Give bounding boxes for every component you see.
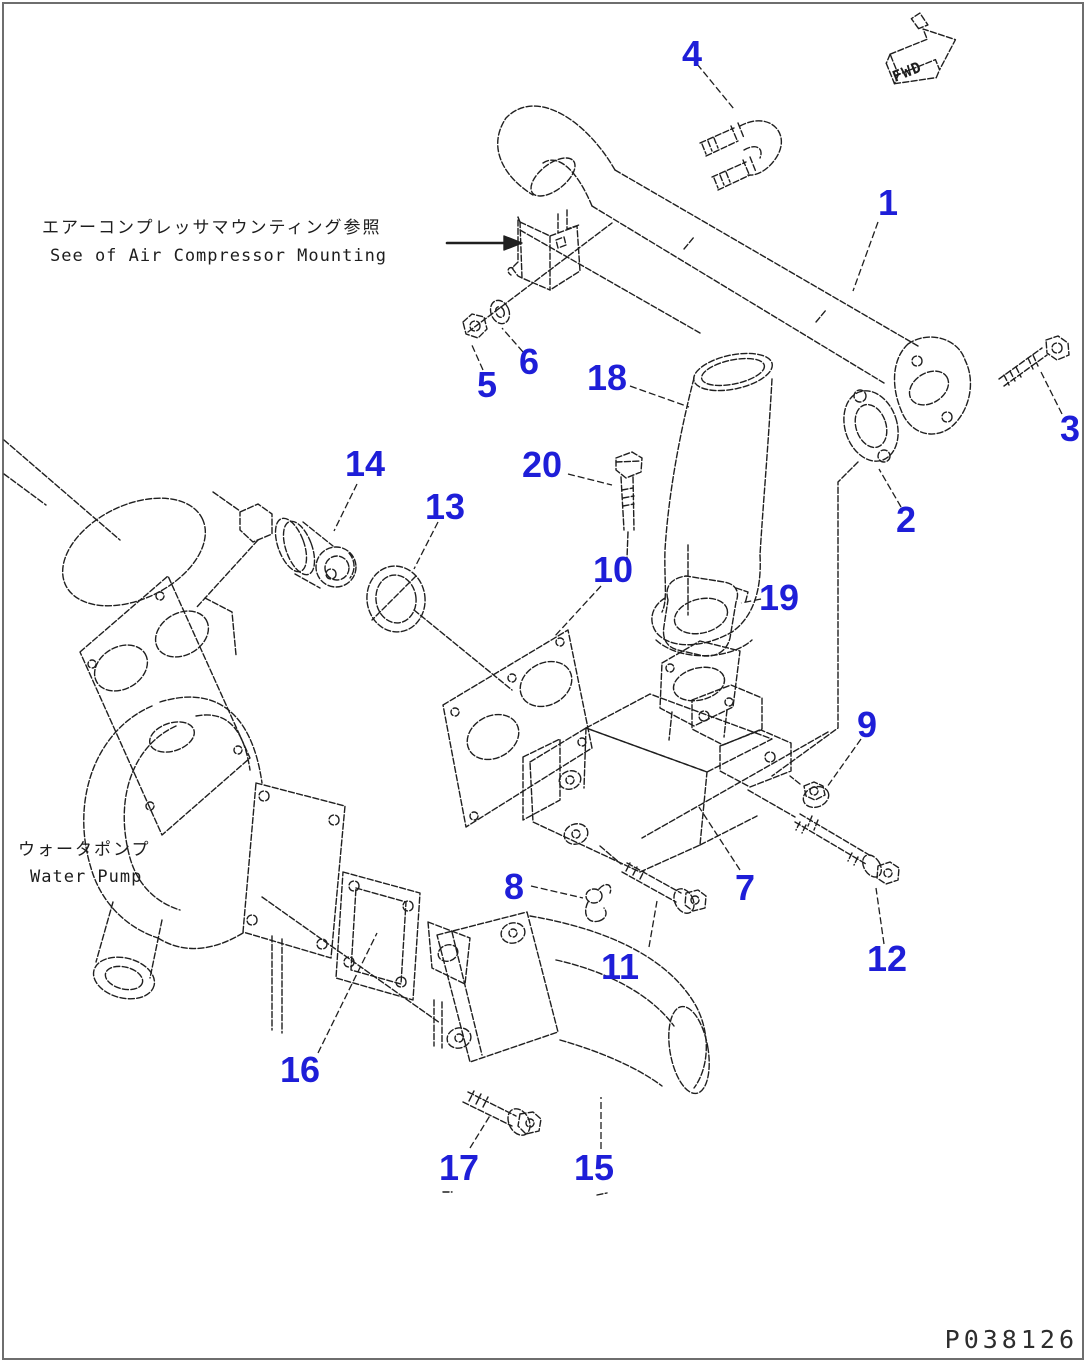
compressor-ref-label-jp: エアーコンプレッサマウンティング参照: [42, 218, 381, 238]
callout-10: 10: [593, 549, 633, 590]
callout-14: 14: [345, 443, 385, 484]
callout-6: 6: [519, 341, 539, 382]
bolt-part3: [998, 335, 1070, 387]
assembly-lines: [195, 222, 859, 1196]
gasket-part2: [843, 389, 899, 463]
bolt-part17: [462, 1090, 542, 1136]
leader-line-11: [648, 900, 658, 948]
callout-4: 4: [682, 33, 702, 74]
leader-line-2: [878, 468, 902, 508]
fwd-arrow-icon: [885, 12, 957, 85]
leader-line-4: [696, 63, 735, 110]
callout-1: 1: [878, 182, 898, 223]
callout-5: 5: [477, 364, 497, 405]
bolt-part20: [615, 451, 643, 559]
callout-7: 7: [735, 867, 755, 908]
compressor-bracket: [507, 209, 581, 291]
leader-line-1: [852, 221, 879, 292]
leader-line-8: [530, 885, 584, 899]
seal-ring-part13: [366, 565, 426, 633]
engine-block: [3, 439, 251, 836]
drawing-number: P038126: [945, 1325, 1078, 1354]
clamp-part8: [584, 883, 612, 923]
washer-part6: [489, 299, 511, 325]
exploded-view-drawing: [3, 12, 1070, 1196]
leader-line-18: [629, 385, 690, 408]
callout-9: 9: [857, 704, 877, 745]
leader-line-14: [333, 483, 358, 532]
manifold-part7: [522, 640, 792, 873]
callout-12: 12: [867, 938, 907, 979]
stud-part12: [794, 813, 900, 885]
elbow-part15: [427, 911, 710, 1095]
reference-arrow: [445, 235, 523, 251]
bolt-part9: [789, 775, 830, 809]
gasket-part19: [662, 575, 749, 657]
leader-line-10: [553, 585, 602, 638]
leader-line-6: [501, 327, 524, 353]
leader-line-7: [698, 806, 741, 871]
gasket-part10: [442, 629, 593, 828]
water-pump-label-en: Water Pump: [30, 867, 142, 887]
thermostat-part14: [212, 491, 357, 589]
leader-line-13: [413, 521, 439, 570]
leader-line-19: [740, 598, 762, 604]
callout-2: 2: [896, 499, 916, 540]
leader-line-20: [567, 473, 613, 486]
leader-line-17: [469, 1113, 492, 1149]
main-pipe-part1: [497, 105, 972, 435]
callout-3: 3: [1060, 408, 1080, 449]
nut-part5: [462, 313, 488, 339]
tube-part18: [651, 352, 773, 657]
water-pump-label-jp: ウォータポンプ: [18, 840, 151, 860]
callout-8: 8: [504, 866, 524, 907]
leader-line-5: [470, 342, 484, 371]
callout-18: 18: [587, 357, 627, 398]
hose-part4: [699, 120, 782, 191]
callout-20: 20: [522, 444, 562, 485]
compressor-ref-label-en: See of Air Compressor Mounting: [50, 246, 387, 266]
leader-line-3: [1040, 371, 1063, 415]
callout-19: 19: [759, 577, 799, 618]
leader-line-16: [317, 932, 378, 1054]
callout-17: 17: [439, 1147, 479, 1188]
bolt-part11: [621, 862, 707, 914]
leader-line-12: [875, 887, 885, 945]
callout-15: 15: [574, 1147, 614, 1188]
callout-16: 16: [280, 1049, 320, 1090]
gasket-part16: [335, 871, 421, 1001]
water-pump: [83, 696, 346, 1034]
callout-13: 13: [425, 486, 465, 527]
leader-line-9: [826, 738, 862, 788]
callout-11: 11: [601, 946, 639, 987]
